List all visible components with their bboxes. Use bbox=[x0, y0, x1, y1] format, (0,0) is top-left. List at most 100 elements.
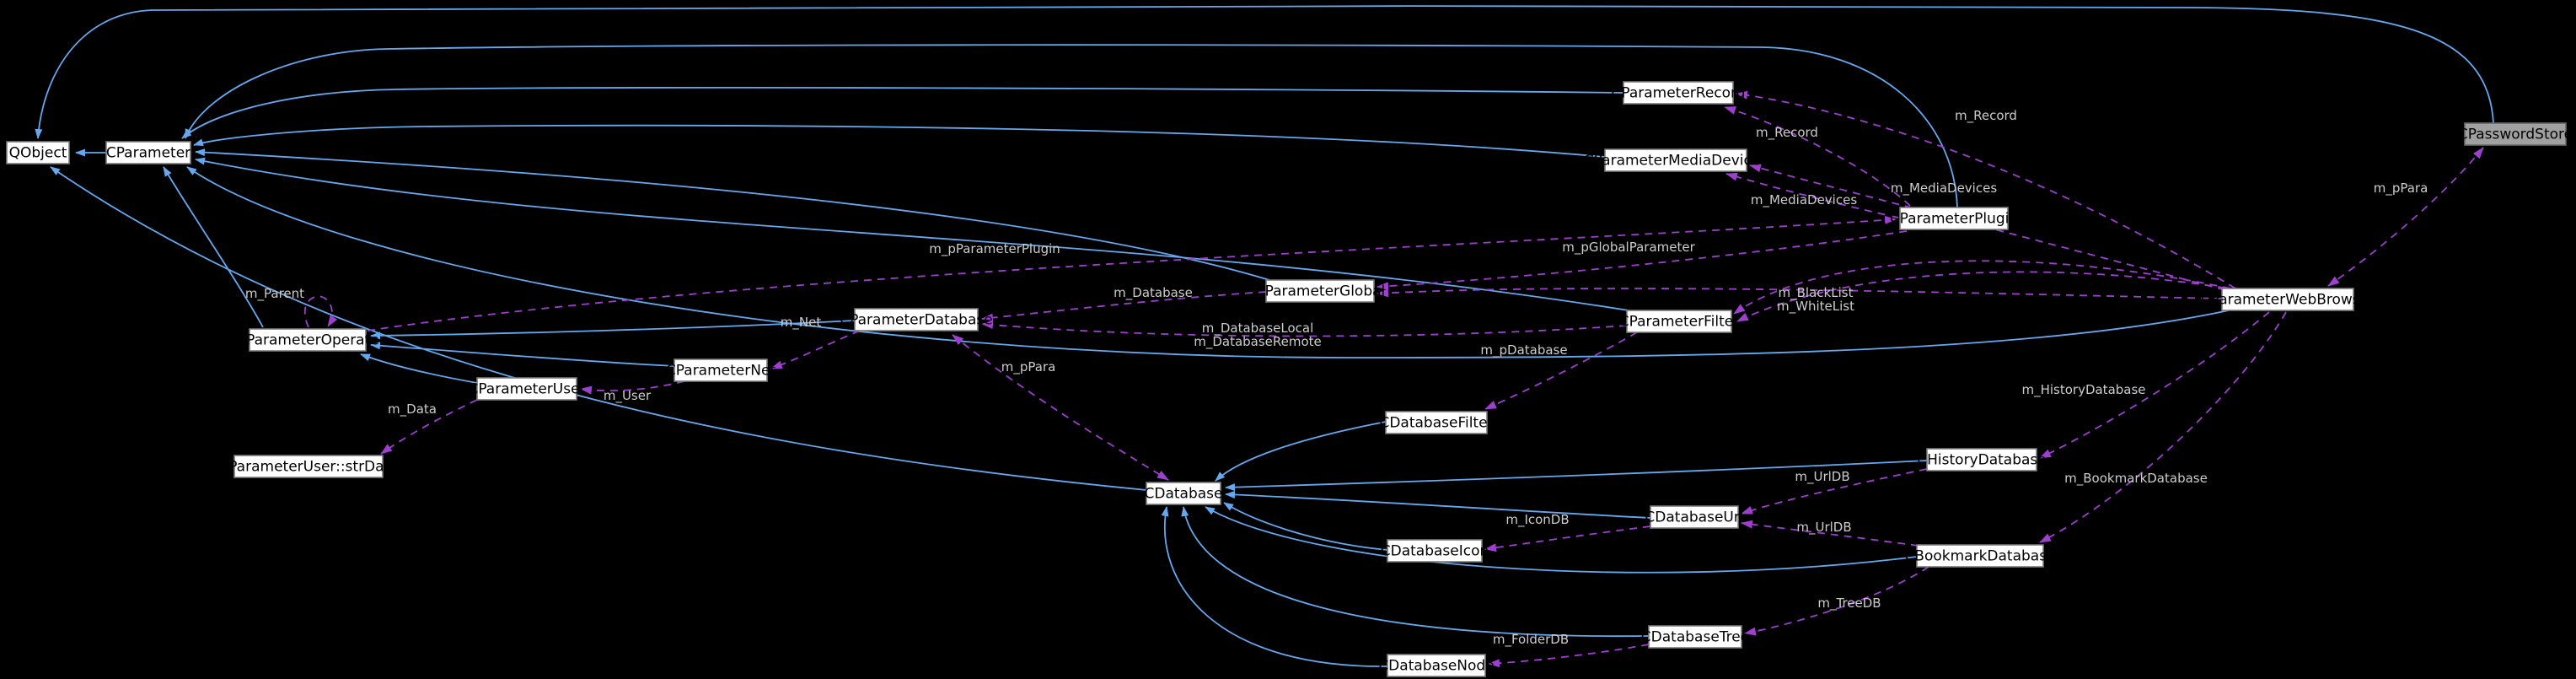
class-node-label: CDatabase bbox=[1145, 486, 1223, 503]
class-node-label: CDatabaseTree bbox=[1641, 629, 1749, 646]
class-node-cparametermediadevices[interactable]: CParameterMediaDevices bbox=[1584, 148, 1768, 172]
edge-inheritance-cdatabaseurl-to-cdatabase bbox=[1225, 490, 1651, 519]
edge-usage-chistorydatabase-to-cdatabaseurl bbox=[1741, 468, 1928, 515]
class-node-box[interactable] bbox=[1926, 448, 2037, 472]
class-node-box[interactable] bbox=[1387, 654, 1486, 677]
class-node-box[interactable] bbox=[233, 455, 384, 478]
edge-label: m_Record bbox=[1756, 125, 1818, 141]
edge-inheritance-cbookmarkdatabase-to-cdatabase bbox=[1205, 506, 1918, 574]
class-node-box[interactable] bbox=[674, 358, 768, 382]
class-node-box[interactable] bbox=[1623, 81, 1734, 105]
class-node-cparameternet[interactable]: CParameterNet bbox=[666, 358, 775, 382]
class-node-cparameterdatabase[interactable]: CParameterDatabase bbox=[840, 308, 993, 331]
edge-usage-cparameteroperate-to-cparameterplugin bbox=[367, 215, 1897, 331]
edge-usage-cparameteroperate-to-cparameteroperate bbox=[303, 295, 338, 328]
class-node-qobject[interactable]: QObject bbox=[6, 141, 70, 164]
edge-usage-cparameterwebbrowser-to-cparameterglobal bbox=[1377, 288, 2223, 299]
edge-label: m_MediaDevices bbox=[1891, 181, 1997, 197]
edge-inheritance-cdatabaseicon-to-cdatabase bbox=[1223, 502, 1388, 551]
edge-inheritance-cparameterfilter-to-cparameter bbox=[195, 157, 1629, 311]
class-node-label: CParameterUser bbox=[468, 381, 585, 398]
class-node-box[interactable] bbox=[476, 377, 577, 401]
edge-label: m_MediaDevices bbox=[1751, 192, 1857, 208]
class-node-cparameter[interactable]: CParameter bbox=[105, 141, 191, 164]
edge-usage-cparameterfilter-to-cparameterdatabase bbox=[981, 321, 1628, 337]
edge-usage-cparameterdatabase-to-cparameternet bbox=[770, 330, 861, 369]
edge-inheritance-cdatabasefilter-to-cdatabase bbox=[1215, 421, 1387, 482]
edge-label: m_UrlDB bbox=[1795, 469, 1849, 485]
class-node-label: CBookmarkDatabase bbox=[1904, 548, 2055, 565]
class-node-box[interactable] bbox=[854, 308, 979, 331]
edge-label: m_Net bbox=[781, 315, 822, 331]
class-node-cparameterplugin[interactable]: CParameterPlugin bbox=[1890, 207, 2018, 230]
class-node-cparameteroperate[interactable]: CParameterOperate bbox=[236, 328, 379, 352]
class-node-label: CParameterGlobal bbox=[1255, 283, 1386, 300]
class-node-box[interactable] bbox=[249, 328, 367, 352]
edge-usage-cdatabaseurl-to-cdatabaseicon bbox=[1484, 525, 1651, 552]
edge-inheritance-chistorydatabase-to-cdatabase bbox=[1225, 460, 1928, 492]
class-node-cparameterglobal[interactable]: CParameterGlobal bbox=[1255, 279, 1386, 303]
edge-label: m_Record bbox=[1955, 108, 2017, 124]
edge-usage-cbookmarkdatabase-to-cdatabasetree bbox=[1744, 566, 1929, 636]
class-node-box[interactable] bbox=[1899, 207, 2009, 230]
edge-usage-cparameterwebbrowser-to-cparameterrecord bbox=[1736, 90, 2236, 289]
class-node-box[interactable] bbox=[105, 141, 191, 164]
class-node-cparameteruserstrdata[interactable]: CParameterUser::strData bbox=[218, 455, 399, 478]
class-node-box[interactable] bbox=[1265, 279, 1375, 303]
class-node-box[interactable] bbox=[2464, 122, 2567, 146]
class-node-cbookmarkdatabase[interactable]: CBookmarkDatabase bbox=[1904, 544, 2056, 568]
edge-inheritance-cdatabasenode-to-cdatabase bbox=[1161, 506, 1388, 667]
class-node-label: CParameterUser::strData bbox=[218, 459, 398, 476]
edge-usage-cdatabasetree-to-cdatabasenode bbox=[1488, 644, 1650, 668]
edge-label: m_pGlobalParameter bbox=[1562, 240, 1695, 256]
class-node-box[interactable] bbox=[6, 141, 70, 164]
class-node-label: CDatabaseIcon bbox=[1381, 543, 1489, 560]
class-node-label: CParameterPlugin bbox=[1890, 211, 2018, 228]
class-node-cparameterwebbrowser[interactable]: CParameterWebBrowser bbox=[2201, 288, 2375, 311]
class-node-cparameterfilter[interactable]: CParameterFilter bbox=[1619, 310, 1739, 333]
edge-label: m_HistoryDatabase bbox=[2021, 382, 2145, 398]
class-node-label: CParameterRecord bbox=[1611, 85, 1745, 102]
class-node-box[interactable] bbox=[1650, 505, 1739, 529]
edge-label: m_Data bbox=[388, 401, 437, 418]
class-node-box[interactable] bbox=[2221, 288, 2354, 311]
class-node-label: CPasswordStore bbox=[2458, 127, 2573, 143]
edge-label: m_TreeDB bbox=[1817, 595, 1881, 612]
edge-label: m_Parent bbox=[245, 286, 304, 302]
class-node-cparameterrecord[interactable]: CParameterRecord bbox=[1611, 81, 1746, 105]
class-node-cdatabasefilter[interactable]: CDatabaseFilter bbox=[1379, 411, 1494, 434]
class-node-cdatabaseicon[interactable]: CDatabaseIcon bbox=[1381, 539, 1489, 563]
class-node-label: CHistoryDatabase bbox=[1917, 452, 2046, 469]
edge-label: m_User bbox=[604, 388, 652, 404]
edge-usage-cparameterplugin-to-cparameterrecord bbox=[1724, 106, 1911, 207]
class-node-box[interactable] bbox=[1626, 310, 1732, 333]
class-node-label: CDatabaseUrl bbox=[1645, 509, 1743, 526]
edge-label: m_pPara bbox=[2374, 181, 2428, 197]
edge-label: m_UrlDB bbox=[1796, 520, 1851, 536]
edge-inheritance-cparameteroperate-to-cparameter bbox=[163, 166, 264, 328]
class-node-box[interactable] bbox=[1385, 411, 1488, 434]
class-node-box[interactable] bbox=[1604, 148, 1747, 172]
class-node-cdatabasenode[interactable]: CDatabaseNode bbox=[1378, 654, 1495, 677]
edge-usage-cparameterwebbrowser-to-cparameterfilter bbox=[1733, 260, 2231, 315]
class-node-cdatabaseurl[interactable]: CDatabaseUrl bbox=[1645, 505, 1744, 529]
class-node-box[interactable] bbox=[1916, 544, 2044, 568]
class-node-cdatabase[interactable]: CDatabase bbox=[1145, 482, 1223, 505]
edge-usage-cparameterwebbrowser-to-cbookmarkdatabase bbox=[2039, 311, 2287, 543]
class-node-box[interactable] bbox=[1146, 482, 1221, 505]
class-node-box[interactable] bbox=[1648, 625, 1742, 649]
class-node-label: CParameter bbox=[106, 145, 191, 162]
class-node-box[interactable] bbox=[1387, 539, 1483, 563]
class-node-label: CDatabaseNode bbox=[1378, 658, 1494, 675]
edge-usage-cparameteruser-to-cparameteruserstrdata bbox=[380, 399, 478, 455]
edge-inheritance-cparameterdatabase-to-cparameteroperate bbox=[370, 320, 856, 340]
class-node-cpasswordstore[interactable]: CPasswordStore bbox=[2458, 122, 2573, 146]
class-node-cparameteruser[interactable]: CParameterUser bbox=[468, 377, 586, 401]
edge-label: m_FolderDB bbox=[1493, 632, 1569, 648]
class-node-cdatabasetree[interactable]: CDatabaseTree bbox=[1641, 625, 1749, 649]
edge-usage-cdatabase-to-cparameterdatabase bbox=[952, 334, 1169, 481]
class-node-chistorydatabase[interactable]: CHistoryDatabase bbox=[1917, 448, 2047, 472]
class-node-label: CParameterOperate bbox=[236, 332, 378, 349]
